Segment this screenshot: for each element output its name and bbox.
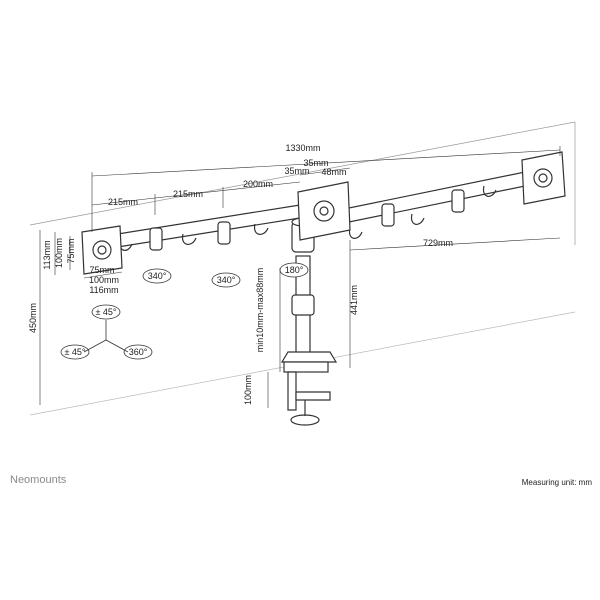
dim-vesa-75h: 75mm (89, 265, 114, 275)
rotation-340b: 340° (217, 275, 236, 285)
dim-center-48: 48mm (321, 167, 346, 177)
dim-vesa-113: 113mm (42, 240, 52, 269)
dimension-lines (39, 146, 561, 408)
dim-center-35a: 35mm (303, 158, 328, 168)
dim-center-35b: 35mm (284, 166, 309, 176)
dim-right-reach: 729mm (423, 238, 453, 248)
dim-total-height: 450mm (28, 303, 38, 333)
desk-clamp (280, 255, 338, 426)
rotation-340a: 340° (148, 271, 167, 281)
arm-right (299, 171, 526, 239)
dim-vesa-100h: 100mm (89, 275, 119, 285)
rotation-360: 360° (129, 347, 148, 357)
vesa-plate-center (297, 181, 351, 241)
dim-arm-3: 200mm (243, 179, 273, 189)
measuring-unit-note: Measuring unit: mm (521, 478, 592, 487)
dim-clamp: 100mm (243, 375, 253, 405)
dim-arm-2: 215mm (173, 189, 203, 199)
dim-arm-1: 215mm (108, 197, 138, 207)
vesa-plate-left (81, 225, 123, 275)
dim-height-range: min10mm-max88mm (255, 268, 265, 353)
dim-vesa-75v: 75mm (66, 238, 76, 263)
rotation-180: 180° (285, 265, 304, 275)
arm-left (104, 204, 301, 251)
dim-vesa-116h: 116mm (89, 285, 118, 295)
rotation-indicators (60, 262, 309, 360)
rotation-swivel: ± 45° (64, 347, 85, 357)
brand-logo-text: Neomounts (10, 474, 67, 486)
dim-total-width: 1330mm (285, 143, 320, 153)
rotation-tilt: ± 45° (95, 307, 116, 317)
vesa-plate-right (521, 151, 566, 205)
dim-pole-height: 441mm (349, 285, 359, 315)
dim-vesa-100v: 100mm (54, 238, 64, 268)
